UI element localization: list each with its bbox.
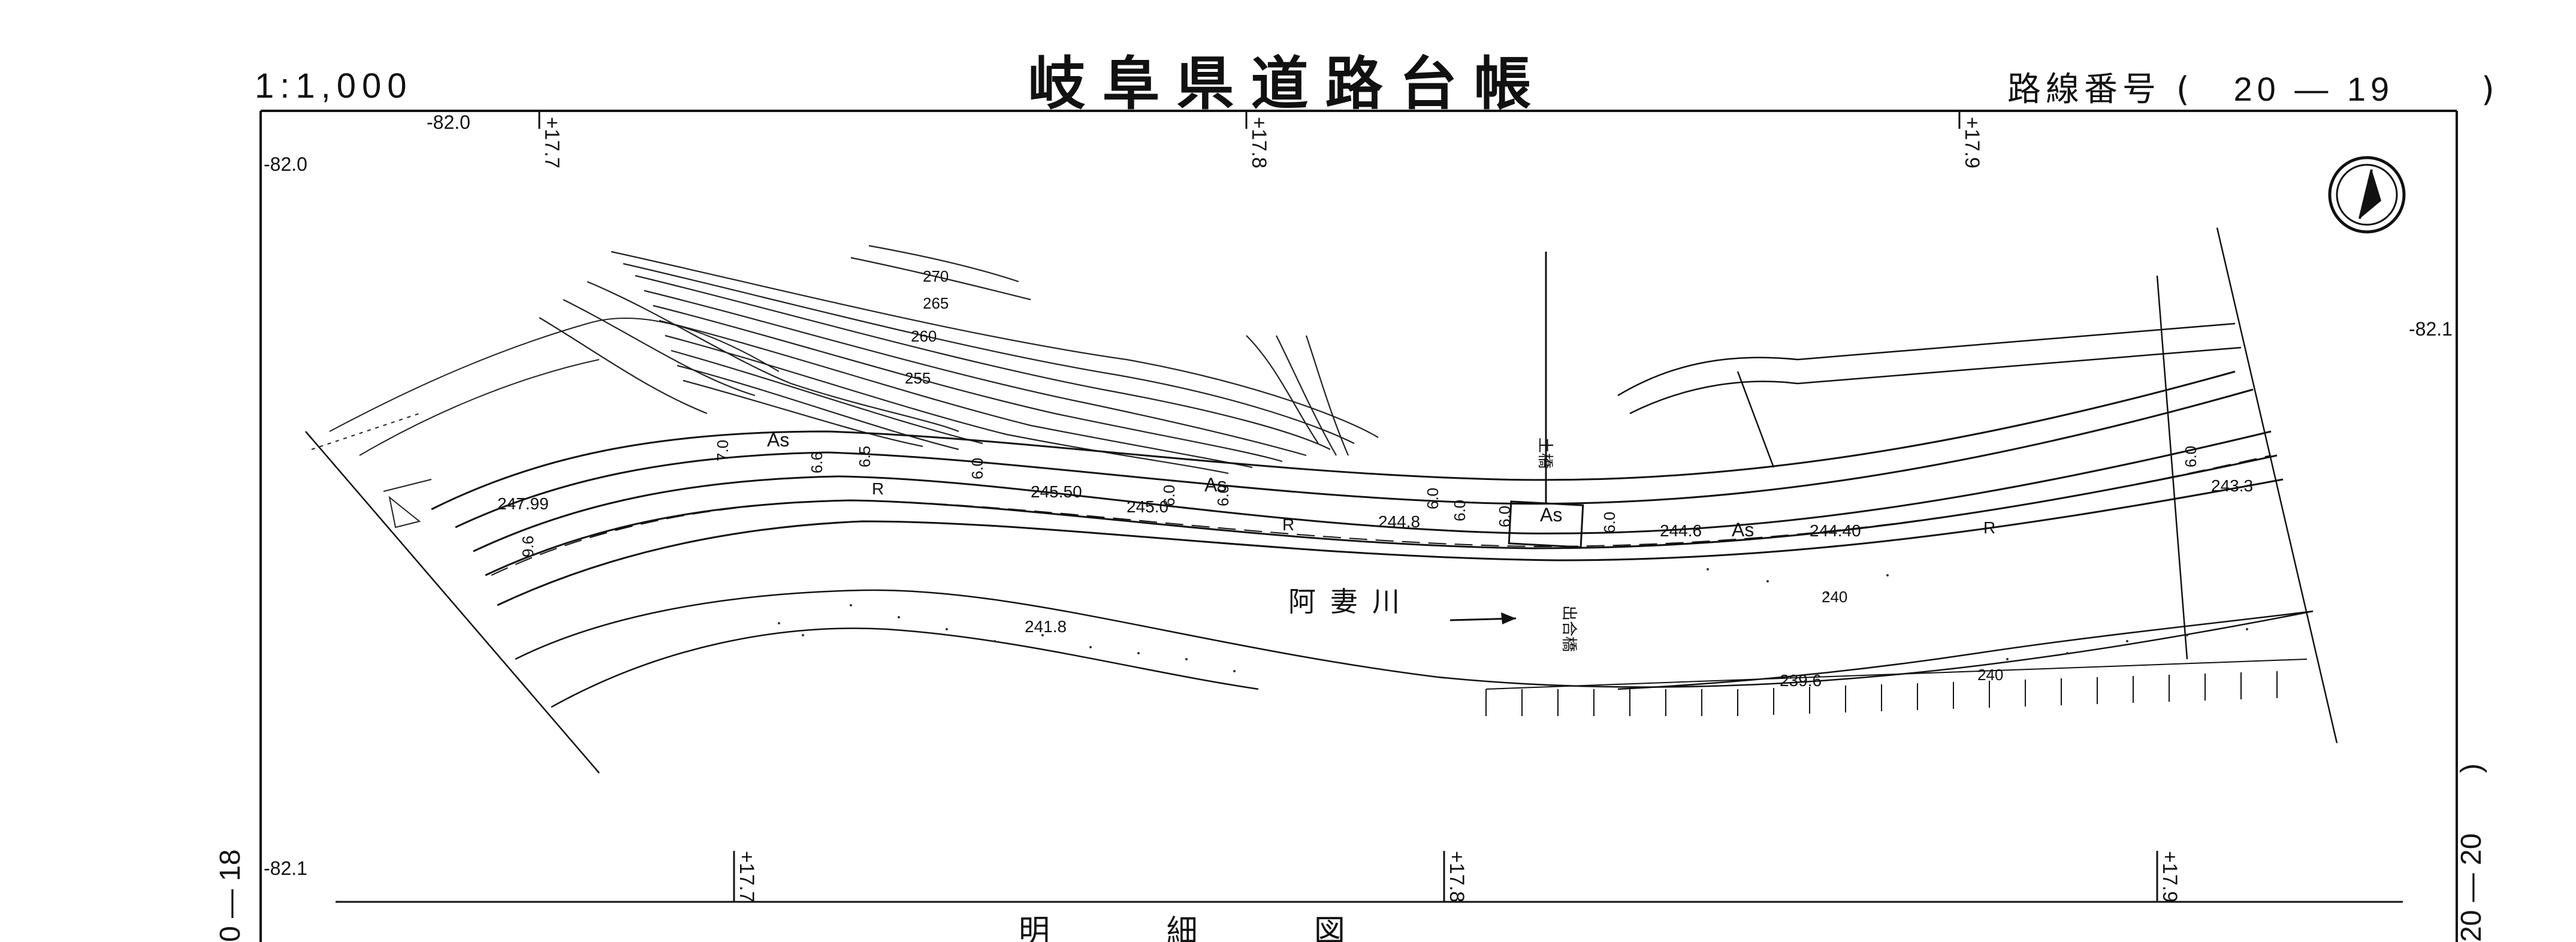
width-10: 6.0 xyxy=(1600,512,1618,533)
road-edges xyxy=(431,370,2284,606)
footer-partial-title: 明 細 図 xyxy=(1019,914,1399,942)
edge-label-top-a: -82.0 xyxy=(427,111,470,133)
road-edge-label-2: R xyxy=(1282,515,1294,534)
left-sheet-label: 0 — 18 xyxy=(215,849,246,942)
elev-4: 244.8 xyxy=(1378,512,1420,531)
edge-label-bottom-left: -82.1 xyxy=(264,858,307,879)
width-12: 9.6 xyxy=(519,536,537,557)
sand-dots xyxy=(778,568,2248,672)
pavement-label-4: As xyxy=(1732,519,1754,541)
bridge xyxy=(1508,252,1584,548)
station-top-1: +17.7 xyxy=(540,117,563,168)
slope-lines xyxy=(311,318,780,529)
contour-255: 255 xyxy=(905,369,931,387)
right-sheet-label: 20 — 20 xyxy=(2456,834,2487,942)
river-banks xyxy=(515,589,2314,708)
route-number: 路線番号 ( 20 — 19 ) xyxy=(2007,62,2499,111)
width-7: 6.0 xyxy=(1424,488,1442,509)
retaining-wall xyxy=(1485,659,2308,716)
station-ticks-top xyxy=(538,111,1961,129)
route-close-paren: ) xyxy=(2481,70,2499,109)
pavement-label-2: As xyxy=(1204,474,1227,496)
edge-label-right: -82.1 xyxy=(2409,318,2453,340)
centerline xyxy=(491,455,2272,576)
elev-2: 245.50 xyxy=(1031,482,1082,501)
river-name: 阿妻川 xyxy=(1288,586,1414,617)
pavement-label-3: As xyxy=(1540,504,1562,526)
elev-7: 243.3 xyxy=(2211,476,2253,495)
station-bottom-2: +17.8 xyxy=(1445,851,1468,902)
contour-265: 265 xyxy=(923,294,949,312)
station-top-3: +17.9 xyxy=(1961,117,1983,168)
map-boundary-left xyxy=(305,431,600,774)
elev-8: 241.8 xyxy=(1025,617,1067,636)
elev-6: 244.40 xyxy=(1810,521,1861,540)
road-edge-label-3: R xyxy=(1983,518,1995,537)
elev-5: 244.6 xyxy=(1660,521,1702,540)
contour-270: 270 xyxy=(923,267,949,285)
width-8: 6.0 xyxy=(1451,500,1469,521)
contour-260: 260 xyxy=(911,327,937,345)
contour-lines xyxy=(539,244,1379,475)
left-paren: ) xyxy=(2456,763,2487,773)
width-2: 6.6 xyxy=(808,452,826,473)
route-number-value: 20 — 19 xyxy=(2233,70,2394,108)
contour-240-b: 240 xyxy=(1977,666,2003,684)
width-6: 6.0 xyxy=(1214,485,1232,506)
elev-1: 247.99 xyxy=(497,494,549,513)
edge-label-top-b: -82.0 xyxy=(264,153,307,175)
route-label: 路線番号 xyxy=(2007,70,2161,109)
flow-arrowhead-icon xyxy=(1501,612,1516,624)
confluence-label: 出合橋 xyxy=(1560,605,1578,652)
scale-label: 1:1,000 xyxy=(255,67,413,105)
road-edge-label-1: R xyxy=(872,479,884,498)
width-9: 6.0 xyxy=(1496,506,1514,527)
elev-3: 245.0 xyxy=(1127,497,1168,516)
side-channels xyxy=(1617,227,2338,744)
pavement-label-1: As xyxy=(767,429,789,451)
north-arrow-icon xyxy=(2328,156,2406,234)
width-1: 7.0 xyxy=(714,440,732,461)
elev-9: 239.6 xyxy=(1780,671,1822,690)
width-3: 6.5 xyxy=(856,446,874,467)
station-top-2: +17.8 xyxy=(1248,117,1270,168)
route-open-paren: ( xyxy=(2176,70,2194,109)
map-title: 岐阜県道路台帳 xyxy=(1028,50,1548,117)
width-4: 6.0 xyxy=(968,458,986,479)
station-bottom-3: +17.9 xyxy=(2158,851,2181,902)
station-ticks-bottom xyxy=(733,851,2158,902)
width-5: 6.0 xyxy=(1160,485,1178,506)
station-bottom-1: +17.7 xyxy=(735,851,758,902)
width-11: 6.0 xyxy=(2182,446,2200,467)
contour-240-a: 240 xyxy=(1822,588,1847,606)
shrine-label: 土橋 xyxy=(1536,437,1554,469)
